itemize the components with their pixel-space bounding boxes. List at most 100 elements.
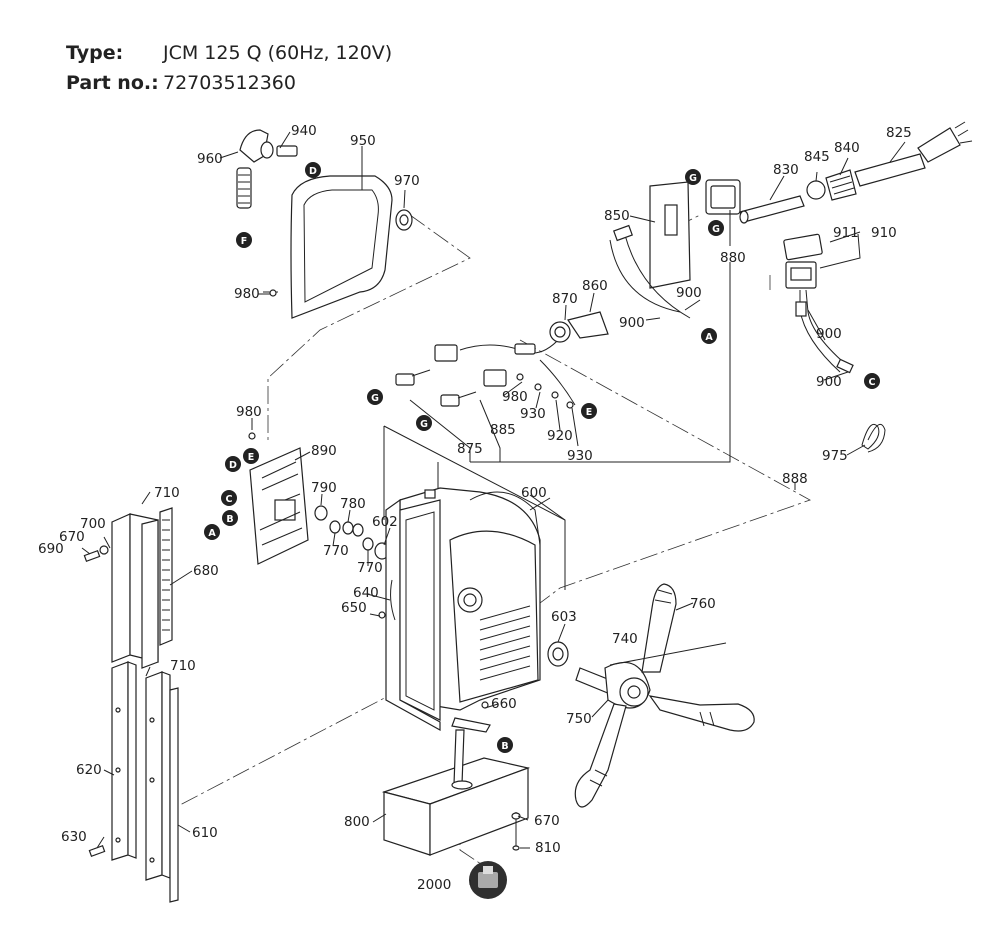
svg-text:C: C <box>226 494 233 505</box>
label-930-b: 930 <box>567 448 593 464</box>
label-650: 650 <box>341 600 367 616</box>
sleeve-830-part <box>739 195 805 223</box>
terminal-block-part <box>434 344 458 362</box>
label-920: 920 <box>547 428 573 444</box>
type-label: Type: <box>66 42 124 64</box>
cord-825-part <box>854 153 926 187</box>
label-670-a: 670 <box>59 529 85 545</box>
marker-E-2: E <box>243 448 259 464</box>
marker-C-1: C <box>864 373 880 389</box>
svg-text:E: E <box>586 407 593 418</box>
part-labels: 940 950 960 970 980 825 830 840 845 850 … <box>38 123 912 893</box>
part-number-row: Part no.:72703512360 <box>66 72 296 94</box>
part-number-label: Part no.: <box>66 72 159 94</box>
part-number-value: 72703512360 <box>163 72 296 94</box>
label-870: 870 <box>552 291 578 307</box>
label-660: 660 <box>491 696 517 712</box>
label-700: 700 <box>80 516 106 532</box>
label-890: 890 <box>311 443 337 459</box>
svg-text:F: F <box>241 236 248 247</box>
strip-610-part <box>169 687 179 903</box>
marker-A-1: A <box>701 328 717 344</box>
label-980-c: 980 <box>502 389 528 405</box>
label-980-b: 980 <box>236 404 262 420</box>
label-603: 603 <box>551 609 577 625</box>
callout-leaders <box>81 131 906 885</box>
label-670-b: 670 <box>534 813 560 829</box>
label-975: 975 <box>822 448 848 464</box>
label-960: 960 <box>197 151 223 167</box>
label-875: 875 <box>457 441 483 457</box>
svg-text:G: G <box>689 173 697 184</box>
label-900-c: 900 <box>816 326 842 342</box>
label-680: 680 <box>193 563 219 579</box>
label-810: 810 <box>535 840 561 856</box>
label-610: 610 <box>192 825 218 841</box>
label-900-a: 900 <box>676 285 702 301</box>
label-900-b: 900 <box>619 315 645 331</box>
handle-assembly <box>574 583 755 808</box>
guide-rails <box>83 507 179 903</box>
label-690: 690 <box>38 541 64 557</box>
label-770-b: 770 <box>357 560 383 576</box>
label-750: 750 <box>566 711 592 727</box>
svg-text:A: A <box>208 528 216 539</box>
svg-text:G: G <box>712 224 720 235</box>
label-760: 760 <box>690 596 716 612</box>
svg-text:C: C <box>869 377 876 388</box>
accessory-2000 <box>469 861 507 899</box>
svg-text:G: G <box>420 419 428 430</box>
svg-text:G: G <box>371 393 379 404</box>
marker-C-2: C <box>221 490 237 506</box>
label-825: 825 <box>886 125 912 141</box>
label-950: 950 <box>350 133 376 149</box>
reference-markers: D F G G A C G G E E D C B A B <box>204 162 880 753</box>
type-value: JCM 125 Q (60Hz, 120V) <box>163 42 393 64</box>
label-602: 602 <box>372 514 398 530</box>
main-body-600 <box>378 487 569 732</box>
plug-part <box>917 127 961 163</box>
label-620: 620 <box>76 762 102 778</box>
label-640: 640 <box>353 585 379 601</box>
switch-cap-911-part <box>783 233 823 261</box>
circuit-board-890 <box>248 432 309 565</box>
label-770-a: 770 <box>323 543 349 559</box>
label-845: 845 <box>804 149 830 165</box>
svg-text:D: D <box>229 460 237 471</box>
marker-B-2: B <box>497 737 513 753</box>
marker-E-1: E <box>581 403 597 419</box>
label-910: 910 <box>871 225 897 241</box>
label-880: 880 <box>720 250 746 266</box>
label-850: 850 <box>604 208 630 224</box>
label-840: 840 <box>834 140 860 156</box>
marker-D-2: D <box>225 456 241 472</box>
label-630: 630 <box>61 829 87 845</box>
label-930-a: 930 <box>520 406 546 422</box>
cable-tie <box>867 423 886 453</box>
handle-760-part <box>641 583 677 673</box>
label-740: 740 <box>612 631 638 647</box>
marker-F: F <box>236 232 252 248</box>
label-600: 600 <box>521 485 547 501</box>
marker-G-1: G <box>685 169 701 185</box>
marker-G-3: G <box>367 389 383 405</box>
type-row: Type: JCM 125 Q (60Hz, 120V) <box>66 42 392 64</box>
svg-text:B: B <box>226 514 233 525</box>
spring-part <box>236 167 252 209</box>
svg-text:E: E <box>248 452 255 463</box>
label-900-d: 900 <box>816 374 842 390</box>
label-885: 885 <box>490 422 516 438</box>
power-cord-assembly <box>609 121 973 450</box>
bracket-860-part <box>567 311 609 339</box>
magnet-base-800 <box>381 701 531 856</box>
marker-B-1: B <box>222 510 238 526</box>
label-790: 790 <box>311 480 337 496</box>
marker-D-top: D <box>305 162 321 178</box>
label-980-a: 980 <box>234 286 260 302</box>
label-911: 911 <box>833 225 859 241</box>
label-830: 830 <box>773 162 799 178</box>
label-710-b: 710 <box>170 658 196 674</box>
cover-assembly <box>236 129 413 319</box>
label-888: 888 <box>782 471 808 487</box>
